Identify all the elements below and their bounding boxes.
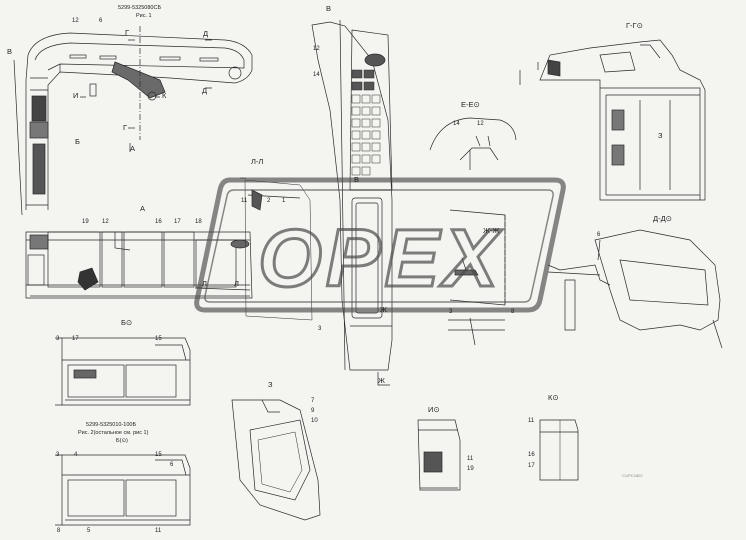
callout-e-14: 14 bbox=[453, 121, 460, 127]
marker-zh2: Ж bbox=[378, 376, 385, 385]
fig2-caption-line2: Рис. 2(остальное см. рис 1) bbox=[78, 430, 149, 436]
callout-a-12: 12 bbox=[102, 219, 109, 225]
callout-d-6: 6 bbox=[597, 232, 601, 238]
section-d-d-view bbox=[547, 229, 723, 349]
callout-l-11: 11 bbox=[241, 198, 248, 204]
opex-watermark-text: OPEX bbox=[258, 213, 502, 304]
section-label-e-e: Е-Е⊙ bbox=[461, 100, 480, 109]
callout-fig2-6: 6 bbox=[170, 462, 174, 468]
marker-g1: Г bbox=[125, 28, 130, 37]
callout-l-2: 2 bbox=[267, 198, 271, 204]
callout-fig1-12: 12 bbox=[72, 18, 79, 24]
callout-b-15: 15 bbox=[155, 336, 162, 342]
fig1-dashboard-view bbox=[13, 26, 253, 216]
marker-a: А bbox=[130, 144, 136, 153]
callout-k-11: 11 bbox=[528, 418, 535, 424]
callout-fig2-5: 5 bbox=[87, 528, 91, 534]
section-label-b-top-left: В bbox=[7, 47, 13, 56]
callout-fig2-8: 8 bbox=[57, 528, 61, 534]
callout-zh-8: 8 bbox=[511, 309, 515, 315]
fig2-caption-line3: Б(⊙) bbox=[116, 438, 128, 444]
section-v-view bbox=[311, 19, 393, 386]
section-z-view bbox=[231, 399, 321, 521]
callout-b-17: 17 bbox=[72, 336, 79, 342]
callout-i-11: 11 bbox=[467, 456, 474, 462]
callout-fig2-4: 4 bbox=[74, 452, 78, 458]
marker-g2: Г bbox=[123, 123, 128, 132]
fig1-caption-line2: Рис. 1 bbox=[136, 13, 152, 19]
callout-a-18: 18 bbox=[195, 219, 202, 225]
marker-d1: Д bbox=[203, 29, 209, 38]
section-label-k: К⊙ bbox=[548, 393, 559, 402]
fig2-view bbox=[55, 454, 191, 526]
section-label-zh-zh: Ж-Ж bbox=[483, 226, 500, 235]
section-b-view bbox=[55, 337, 191, 406]
callout-z-7: 7 bbox=[311, 398, 315, 404]
marker-b: Б bbox=[75, 137, 80, 146]
callout-l-1: 1 bbox=[282, 198, 286, 204]
section-e-e-view bbox=[429, 117, 517, 170]
section-label-l-l: Л-Л bbox=[251, 157, 264, 166]
callout-fig1-6: 6 bbox=[99, 18, 103, 24]
section-label-i: И⊙ bbox=[428, 405, 440, 414]
callout-a-17: 17 bbox=[174, 219, 181, 225]
callout-k-16: 16 bbox=[528, 452, 535, 458]
callout-v-12: 12 bbox=[313, 46, 320, 52]
callout-a-16: 16 bbox=[155, 219, 162, 225]
callout-g-3: З bbox=[658, 131, 663, 140]
callout-fig2-15: 15 bbox=[155, 452, 162, 458]
callout-z-10: 10 bbox=[311, 418, 318, 424]
section-label-g-g: Г-Г⊙ bbox=[626, 21, 643, 30]
fig2-caption-line1: 5299-5325010-100Б bbox=[86, 422, 137, 428]
callout-v-14: 14 bbox=[313, 72, 320, 78]
section-label-d-d: Д-Д⊙ bbox=[653, 214, 672, 223]
callout-k-17: 17 bbox=[528, 463, 535, 469]
callout-z-9: 9 bbox=[311, 408, 315, 414]
section-label-z: З bbox=[268, 380, 273, 389]
marker-d2: Д bbox=[202, 86, 208, 95]
callout-zh-3: 3 bbox=[449, 309, 453, 315]
callout-b-3: 3 bbox=[56, 336, 60, 342]
marker-i: И bbox=[73, 91, 79, 100]
callout-fig2-3: 3 bbox=[56, 452, 60, 458]
section-label-a: А bbox=[140, 204, 146, 213]
marker-v: В bbox=[354, 175, 360, 184]
section-label-b-view: Б⊙ bbox=[121, 318, 133, 327]
opex-watermark bbox=[194, 177, 566, 313]
section-a-view bbox=[25, 231, 253, 299]
marker-k: К bbox=[162, 91, 167, 100]
stamp-code: С1/РС1802 bbox=[622, 473, 643, 478]
callout-i-19: 19 bbox=[467, 466, 474, 472]
marker-l1: Л bbox=[202, 279, 207, 288]
section-zh-zh-view bbox=[448, 209, 506, 346]
callout-a-19: 19 bbox=[82, 219, 89, 225]
section-g-g-view bbox=[519, 39, 706, 201]
callout-e-12: 12 bbox=[477, 121, 484, 127]
section-i-view bbox=[417, 419, 461, 491]
marker-zh1: Ж bbox=[380, 305, 387, 314]
callout-fig2-11: 11 bbox=[155, 528, 162, 534]
section-label-b-center: В bbox=[326, 4, 332, 13]
marker-l2: Л bbox=[234, 279, 239, 288]
callout-v-3: 3 bbox=[318, 326, 322, 332]
section-k-view bbox=[539, 419, 579, 481]
fig1-caption-line1: 5299-5325080СБ bbox=[118, 5, 162, 11]
